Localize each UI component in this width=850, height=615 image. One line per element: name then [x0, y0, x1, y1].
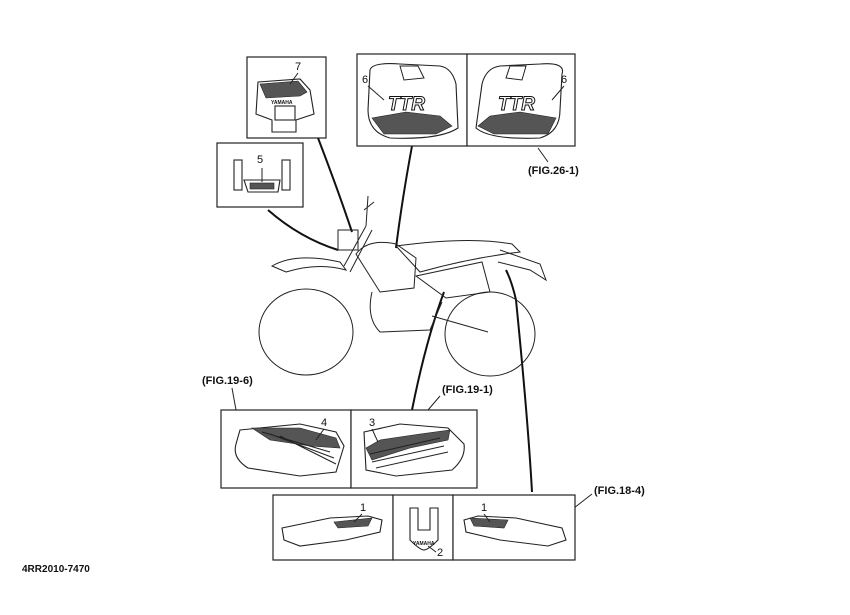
front-fork — [343, 225, 373, 273]
part-number-4: 4 — [321, 417, 327, 429]
leader-fig19-1-ref — [427, 395, 441, 411]
yamaha-headlight-text: YAMAHA — [271, 100, 293, 106]
headlight-lens — [274, 105, 296, 121]
yamaha-fender-text: YAMAHA — [413, 541, 435, 547]
fuel-tank-outline — [355, 241, 417, 293]
panel-part5: 5 — [216, 142, 304, 208]
leader-fig26 — [537, 147, 549, 163]
panel-part3-4: 4 3 (FIG.19-6) (FIG.19-1) — [202, 375, 493, 489]
rear-fender — [497, 249, 547, 282]
swingarm — [431, 315, 489, 333]
fig18-4-ref: (FIG.18-4) — [594, 485, 645, 497]
leader-fig18-4 — [505, 269, 533, 493]
part-number-1-right: 1 — [481, 502, 487, 514]
diagram-id: 4RR2010-7470 — [22, 564, 90, 575]
fork-guard-right — [281, 159, 291, 191]
panel-part6: TTR 6 TTR 6 (FIG.26-1) — [356, 53, 579, 177]
ttr-right-text: TTR — [498, 94, 535, 115]
engine-outline — [369, 291, 443, 333]
leader-fig18-4-ref — [573, 493, 593, 509]
part-number-1-left: 1 — [360, 502, 366, 514]
front-fender-top — [409, 507, 439, 551]
part-number-6-left: 6 — [362, 74, 368, 86]
leader-lines — [231, 137, 593, 509]
part-number-3: 3 — [369, 417, 375, 429]
leader-fig19-1 — [411, 291, 445, 411]
front-wheel — [258, 288, 354, 376]
handlebar — [363, 195, 375, 227]
fig26-ref: (FIG.26-1) — [528, 165, 579, 177]
side-cover-outline — [414, 261, 491, 299]
ttr-left-text: TTR — [388, 94, 425, 115]
part-number-7: 7 — [295, 61, 301, 73]
fig19-6-ref: (FIG.19-6) — [202, 375, 253, 387]
seat-outline — [394, 239, 522, 273]
part-number-5: 5 — [257, 154, 263, 166]
leader-tank-decal — [395, 145, 413, 249]
front-fender — [270, 257, 348, 273]
rear-wheel — [444, 291, 536, 377]
fig19-1-ref: (FIG.19-1) — [442, 384, 493, 396]
leader-part5 — [267, 209, 339, 251]
leader-fig19-6 — [231, 387, 237, 411]
part-number-2: 2 — [437, 547, 443, 559]
motorcycle-outline — [258, 195, 547, 377]
fork-guard-left — [233, 159, 243, 191]
leader-part7 — [317, 137, 353, 233]
part-number-6-right: 6 — [561, 74, 567, 86]
headlight-housing-mini — [337, 229, 359, 251]
panel-part1-2: 1 YAMAHA 2 1 (FIG.18-4) — [272, 485, 645, 561]
panel-part7: YAMAHA 7 — [246, 56, 327, 139]
